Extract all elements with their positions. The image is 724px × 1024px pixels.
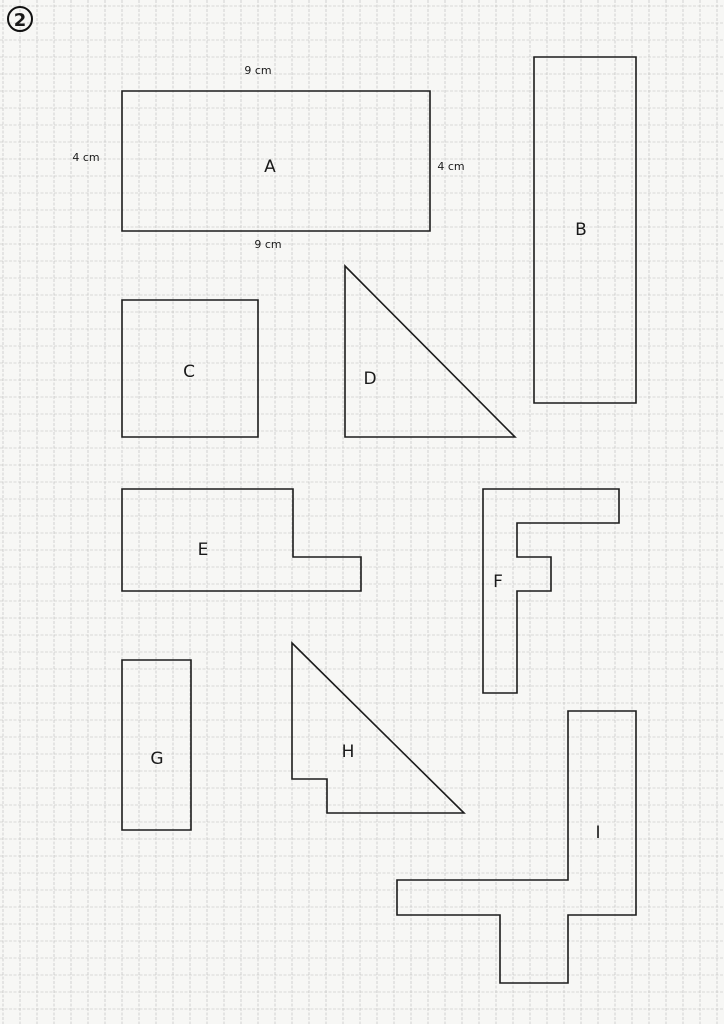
- label-c: C: [183, 362, 195, 382]
- dimension-left: 4 cm: [72, 151, 99, 164]
- shape-a: [121, 90, 431, 232]
- label-f: F: [493, 572, 503, 592]
- dimension-bottom: 9 cm: [254, 238, 281, 251]
- label-e: E: [198, 540, 209, 560]
- label-i: I: [595, 823, 600, 843]
- page-number: 2: [14, 10, 27, 31]
- label-b: B: [575, 220, 587, 240]
- label-a: A: [264, 157, 276, 177]
- label-h: H: [342, 742, 355, 762]
- shape-e: [121, 488, 362, 592]
- shape-d: [344, 264, 517, 438]
- shape-g: [121, 659, 192, 831]
- dimension-right: 4 cm: [437, 160, 464, 173]
- shape-i: [396, 710, 637, 984]
- page-number-badge: 2: [7, 6, 33, 32]
- label-g: G: [150, 749, 163, 769]
- label-d: D: [363, 369, 376, 389]
- shape-f: [482, 488, 620, 694]
- dimension-top: 9 cm: [244, 64, 271, 77]
- shape-c: [121, 299, 259, 438]
- shape-h: [291, 641, 466, 814]
- shape-b: [533, 56, 637, 404]
